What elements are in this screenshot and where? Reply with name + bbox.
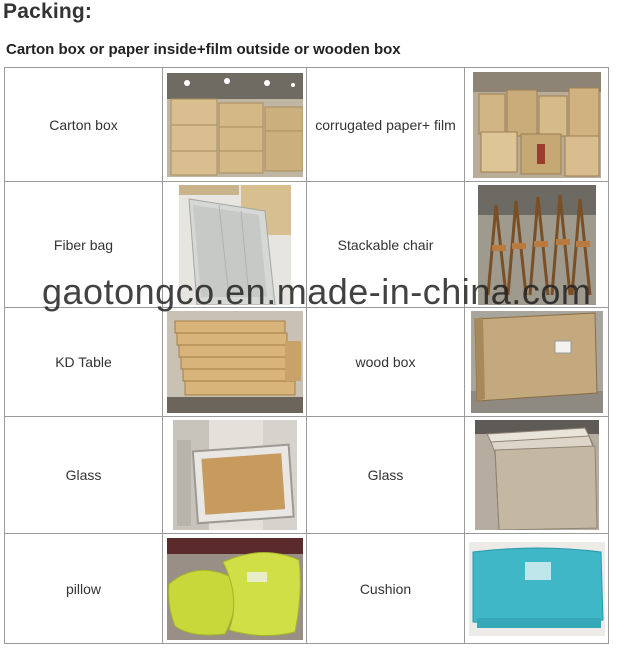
kd-table-photo [162, 307, 307, 417]
packing-subheading: Carton box or paper inside+film outside … [6, 41, 401, 58]
wood-box-photo [464, 307, 609, 417]
row-5-left-label: pillow [4, 533, 163, 644]
table-row: Fiber bag Stackable chair [4, 181, 609, 308]
row-3-left-label: KD Table [4, 307, 163, 417]
table-row: KD Table wood box [4, 307, 609, 417]
row-1-right-label: corrugated paper+ film [306, 67, 465, 182]
row-5-right-label: Cushion [306, 533, 465, 644]
row-3-right-label: wood box [306, 307, 465, 417]
glass-panels-photo [464, 416, 609, 534]
cushion-photo [464, 533, 609, 644]
watermark: gaotongco.en.made-in-china.com [42, 271, 592, 312]
row-1-left-label: Carton box [4, 67, 163, 182]
page-heading: Packing: [3, 0, 93, 23]
glass-photo [162, 416, 307, 534]
row-2-right-label: Stackable chair [306, 181, 465, 308]
table-row: Carton box corrugated [4, 67, 609, 182]
fiber-bag-photo [162, 181, 307, 308]
table-row: pillow Cushion [4, 533, 609, 644]
pillow-photo [162, 533, 307, 644]
row-4-right-label: Glass [306, 416, 465, 534]
table-row: Glass Glass [4, 416, 609, 534]
carton-boxes-photo [162, 67, 307, 182]
packing-table: Carton box corrugated [4, 67, 609, 644]
corrugated-paper-film-photo [464, 67, 609, 182]
stackable-chair-photo [464, 181, 609, 308]
row-4-left-label: Glass [4, 416, 163, 534]
